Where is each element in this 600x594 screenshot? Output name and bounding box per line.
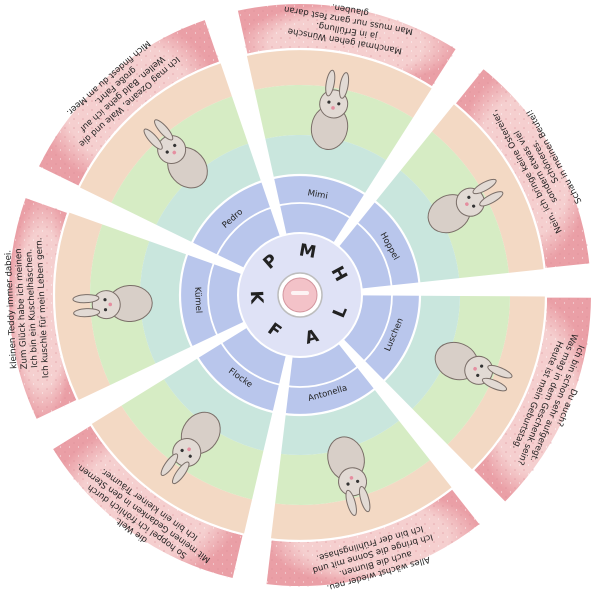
bunny-flower-crown-icon: [327, 436, 371, 516]
center-letter: M: [298, 240, 318, 263]
bunny-sailor-icon: [143, 119, 208, 189]
name-label: Mimi: [307, 188, 329, 201]
segment-antonella: Ich bin der Frühlingshase.Ich bringe die…: [264, 343, 483, 592]
bunny-wish-icon: [310, 69, 350, 150]
bunny-crown-gift-icon: [434, 341, 513, 392]
segment-text: Ich kuschle für mein Leben gern.Ich bin …: [3, 237, 51, 378]
bunny-teddy-icon: [72, 284, 153, 322]
segment-kümel: Ich kuschle für mein Leben gern.Ich bin …: [3, 195, 244, 422]
dividers-layer: [52, 47, 548, 543]
center-letter: A: [303, 326, 322, 349]
segment-flocke: Ich bin ein kleiner Träumer.Mit meinen G…: [50, 327, 286, 581]
bunny-dreamer-icon: [160, 411, 221, 485]
bunny-basket-icon: [427, 178, 504, 234]
name-label: Kümel: [192, 287, 203, 314]
center-letter: K: [246, 290, 267, 305]
